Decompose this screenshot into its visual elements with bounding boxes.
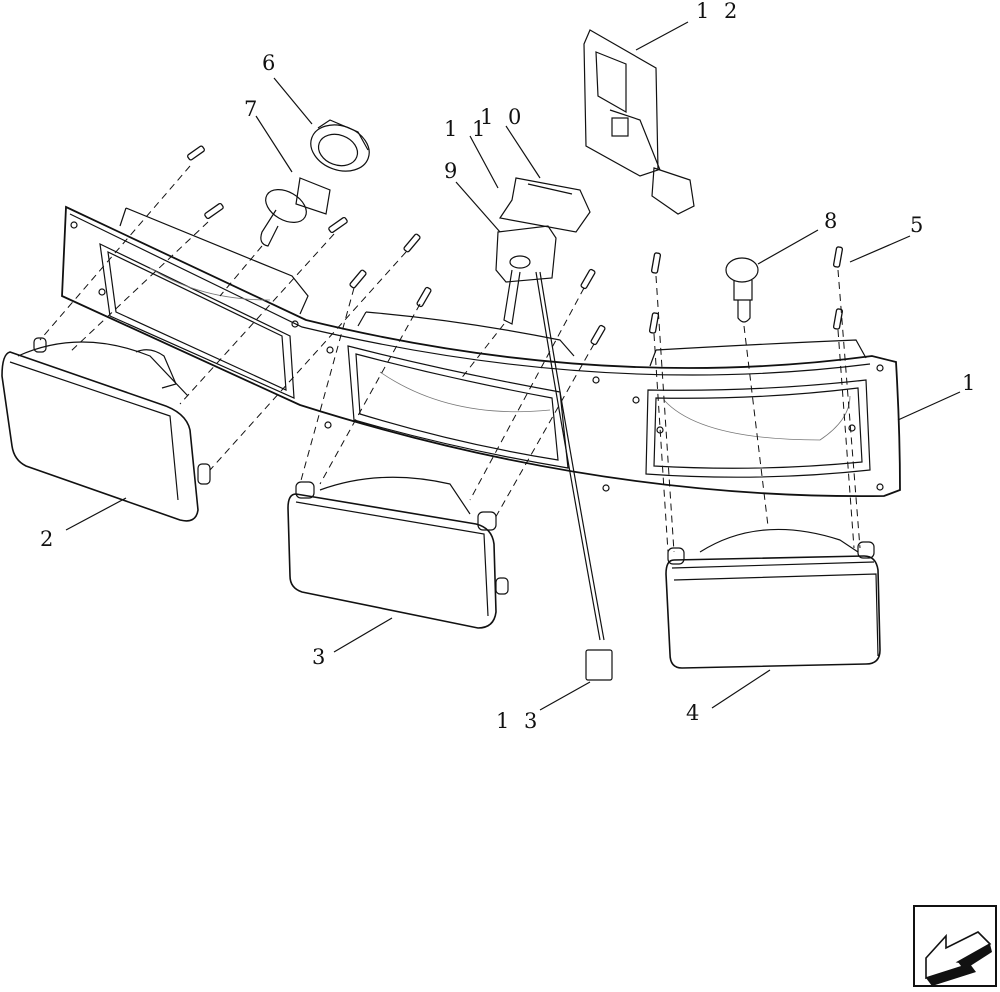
bulb-halogen [260, 177, 331, 247]
screws [187, 145, 844, 346]
callout-3: 3 [312, 645, 329, 669]
callout-9: 9 [444, 159, 461, 183]
callout-7: 7 [244, 97, 261, 121]
callout-2: 2 [40, 527, 57, 551]
control-module [583, 29, 695, 215]
callout-10: 1 0 [480, 105, 525, 129]
callout-8: 8 [824, 209, 841, 233]
leader-lines [65, 21, 961, 711]
callout-4: 4 [686, 701, 703, 725]
callout-labels: 1 2 3 4 5 6 7 8 9 1 0 1 1 1 2 1 3 [40, 0, 979, 733]
switch-assembly [495, 225, 557, 325]
switch-bracket [498, 177, 591, 233]
callout-6: 6 [262, 51, 279, 75]
callout-13: 1 3 [496, 709, 541, 733]
callout-1: 1 [962, 371, 979, 395]
back-arrow-icon[interactable] [913, 905, 997, 987]
callout-5: 5 [910, 213, 927, 237]
lamp-left [1, 337, 211, 522]
callout-11: 1 1 [444, 117, 489, 141]
assembly-lines [39, 165, 861, 553]
bezel-panel [61, 205, 901, 498]
lamp-right [665, 528, 881, 669]
bulb-small [725, 257, 759, 323]
wire-harness [535, 271, 613, 681]
callout-12: 1 2 [696, 0, 741, 23]
bulb-retainer [310, 119, 370, 172]
lamp-center [287, 476, 509, 629]
